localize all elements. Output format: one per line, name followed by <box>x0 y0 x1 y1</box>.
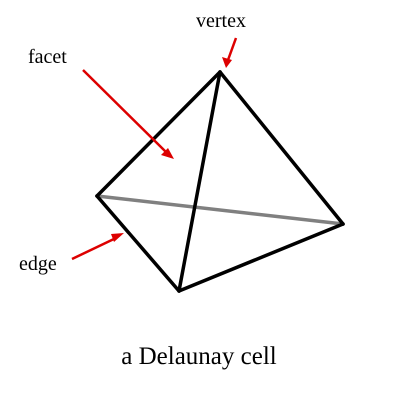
edge-arrowhead <box>111 233 124 242</box>
edge-apex-right <box>218 70 345 226</box>
edge-bottom-right <box>177 222 345 293</box>
vertex-arrowhead <box>222 57 232 68</box>
facet-arrow <box>82 69 167 153</box>
pointer-arrows <box>71 37 238 261</box>
hidden-edge <box>95 194 345 226</box>
edge-left-bottom <box>95 194 181 293</box>
edge-apex-left <box>95 70 222 198</box>
tetrahedron-edges <box>95 70 345 293</box>
facet-arrowhead <box>161 148 174 159</box>
vertex-label: vertex <box>196 10 246 32</box>
edge-arrow <box>71 236 117 261</box>
diagram-caption: a Delaunay cell <box>121 343 277 370</box>
edge-label: edge <box>19 253 57 275</box>
edge-apex-bottom <box>177 70 222 293</box>
vertex-arrow <box>226 37 238 61</box>
facet-label: facet <box>28 46 67 68</box>
